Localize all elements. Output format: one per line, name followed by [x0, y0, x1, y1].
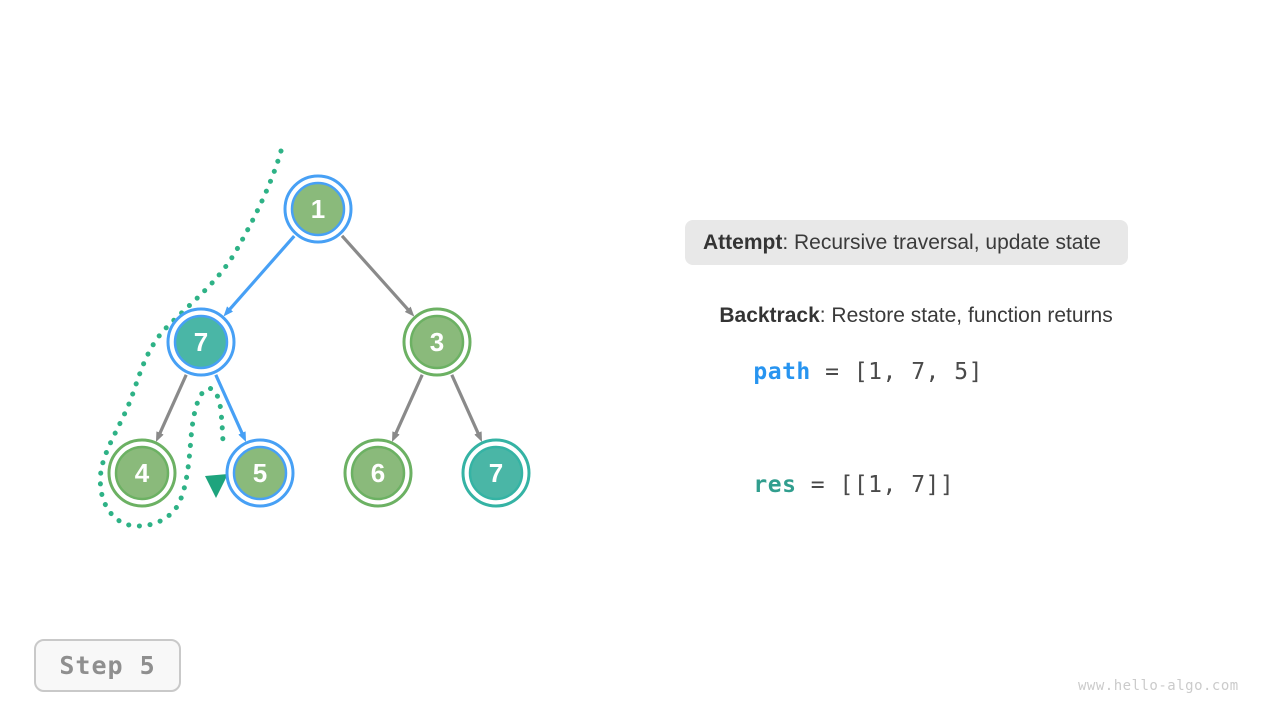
attempt-text: : Recursive traversal, update state	[782, 230, 1101, 254]
res-keyword: res	[753, 471, 797, 498]
edge-3-7	[450, 374, 483, 442]
path-keyword: path	[753, 358, 811, 385]
tree-node-value: 5	[253, 458, 267, 488]
res-value: = [[1, 7]]	[796, 471, 955, 498]
tree-node-3: 3	[402, 307, 472, 377]
trace-arrowhead-icon	[205, 474, 228, 498]
step-indicator: Step 5	[34, 639, 181, 692]
tree-node-5: 5	[225, 438, 295, 508]
tree-node-1: 1	[283, 174, 353, 244]
edge-1-7	[223, 234, 296, 317]
tree-node-value: 7	[489, 458, 503, 488]
attempt-legend: Attempt: Recursive traversal, update sta…	[685, 220, 1128, 265]
watermark: www.hello-algo.com	[1078, 678, 1239, 694]
backtrack-text: : Restore state, function returns	[819, 304, 1113, 328]
tree-node-value: 6	[371, 458, 385, 488]
tree-node-4: 4	[107, 438, 177, 508]
tree-node-value: 7	[194, 327, 208, 357]
edge-7-5	[214, 374, 247, 442]
attempt-label: Attempt	[703, 230, 783, 254]
path-value: = [1, 7, 5]	[810, 358, 983, 385]
tree-node-7: 7	[461, 438, 531, 508]
res-variable: res = [[1, 7]]	[696, 444, 954, 527]
edge-7-4	[155, 374, 188, 442]
backtrack-label: Backtrack	[719, 304, 820, 328]
tree-node-value: 1	[311, 194, 325, 224]
edge-1-3	[340, 234, 415, 317]
tree-node-7: 7	[166, 307, 236, 377]
path-variable: path = [1, 7, 5]	[696, 331, 983, 414]
backtrack-legend: Backtrack: Restore state, function retur…	[696, 278, 1113, 354]
step-label: Step 5	[59, 651, 156, 680]
tree-node-value: 4	[135, 458, 150, 488]
tree-node-value: 3	[430, 327, 444, 357]
binary-tree-diagram: 1 7 3 4 5 6 7	[97, 148, 531, 529]
edge-3-6	[391, 374, 424, 442]
tree-node-6: 6	[343, 438, 413, 508]
